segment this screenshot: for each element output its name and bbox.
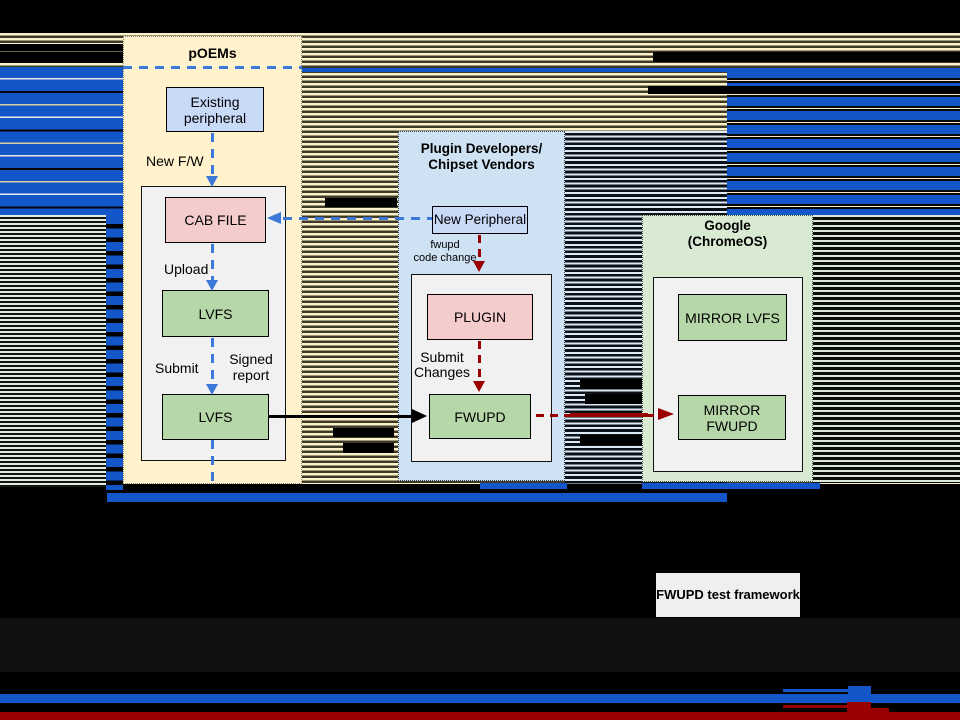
existing-peripheral-line1: Existing (190, 93, 240, 110)
google-panel-title: Google (ChromeOS) (642, 218, 813, 249)
label-fwupd-change-line2: code change (413, 252, 477, 264)
arrowhead-down-icon (206, 384, 218, 395)
label-signed-line2: report (232, 367, 270, 383)
arrowhead-down-icon (206, 176, 218, 187)
glitch-blue-line-top (302, 68, 960, 72)
plugin-box: PLUGIN (427, 294, 533, 340)
google-title-line1: Google (704, 218, 751, 233)
arrowhead-down-icon (206, 280, 218, 291)
glitch-mark (333, 428, 394, 437)
arrowhead-left-icon (267, 212, 281, 224)
glitch-mark (343, 443, 394, 453)
label-submit: Submit (155, 360, 199, 376)
label-new-fw: New F/W (146, 153, 204, 169)
label-submit-changes: Submit Changes (412, 350, 472, 380)
arrowhead-right-icon (658, 408, 674, 420)
glitch-mark (580, 435, 642, 445)
label-fwupd-code-change: fwupd code change (405, 239, 485, 265)
arrow-plugin-to-fwupd (478, 341, 481, 381)
mirror-lvfs-box: MIRROR LVFS (678, 294, 787, 341)
label-signed-report: Signed report (226, 351, 276, 383)
glitch-blue-bottom-bar (0, 694, 960, 703)
existing-peripheral-box: Existing peripheral (166, 87, 264, 132)
glitch-stripes-green-right (813, 215, 960, 483)
arrow-lvfs-to-lvfs (211, 338, 214, 385)
new-peripheral-box: New Peripheral (432, 206, 528, 234)
lvfs-submit-box: LVFS (162, 394, 269, 440)
lvfs-upload-box: LVFS (162, 290, 269, 337)
glitch-blue-line (783, 689, 848, 692)
fwupd-test-framework-box: FWUPD test framework (656, 573, 800, 617)
arrow-existing-to-cab (211, 133, 214, 177)
poems-panel-title: pOEMs (188, 45, 237, 61)
glitch-stripes-green-left (0, 215, 106, 487)
plugin-title-line1: Plugin Developers/ (420, 141, 543, 156)
label-submit-changes-line1: Submit (420, 349, 464, 365)
arrowhead-down-icon (473, 261, 485, 272)
existing-peripheral-line2: peripheral (183, 109, 247, 126)
glitch-mark (648, 86, 960, 94)
plugin-title-line2: Chipset Vendors (428, 156, 535, 172)
arrowhead-down-icon (473, 381, 485, 392)
glitch-blue-region-left (0, 67, 123, 215)
glitch-blue-bar (642, 483, 820, 489)
glitch-red-square (847, 702, 871, 714)
fwupd-box: FWUPD (429, 394, 531, 439)
glitch-blue-bar (480, 483, 567, 489)
google-title-line2: (ChromeOS) (687, 233, 768, 249)
glitch-blue-bar (107, 493, 727, 502)
glitch-mark (585, 394, 642, 404)
poems-boundary-dashed-line (123, 66, 302, 69)
mirror-fwupd-box: MIRROR FWUPD (678, 395, 786, 440)
arrow-cab-to-lvfs (211, 244, 214, 281)
label-signed-line1: Signed (229, 351, 273, 367)
label-upload: Upload (164, 261, 209, 277)
glitch-dark-band (0, 618, 960, 672)
arrow-newperipheral-to-cab (283, 217, 432, 220)
arrow-fwupd-to-mirror-solid-segment (570, 413, 648, 417)
plugin-panel-title: Plugin Developers/ Chipset Vendors (398, 141, 565, 172)
glitch-blue-squares-column (106, 215, 123, 490)
glitch-mark (580, 379, 642, 389)
arrowhead-right-icon (412, 409, 427, 423)
arrow-lvfs-to-fwupd (269, 415, 413, 418)
glitch-red-bottom-bar (0, 712, 960, 720)
glitch-mark (653, 52, 960, 62)
glitch-red-line (783, 705, 847, 708)
glitch-red-tail (871, 708, 889, 712)
arrow-lvfs-down-tail (211, 440, 214, 487)
label-submit-changes-line2: Changes (413, 364, 471, 380)
cab-file-box: CAB FILE (165, 197, 266, 243)
arrow-newperipheral-to-plugin (478, 235, 481, 262)
glitch-mark (325, 198, 397, 207)
label-fwupd-change-line1: fwupd (430, 239, 460, 251)
glitch-black-band (0, 44, 123, 63)
